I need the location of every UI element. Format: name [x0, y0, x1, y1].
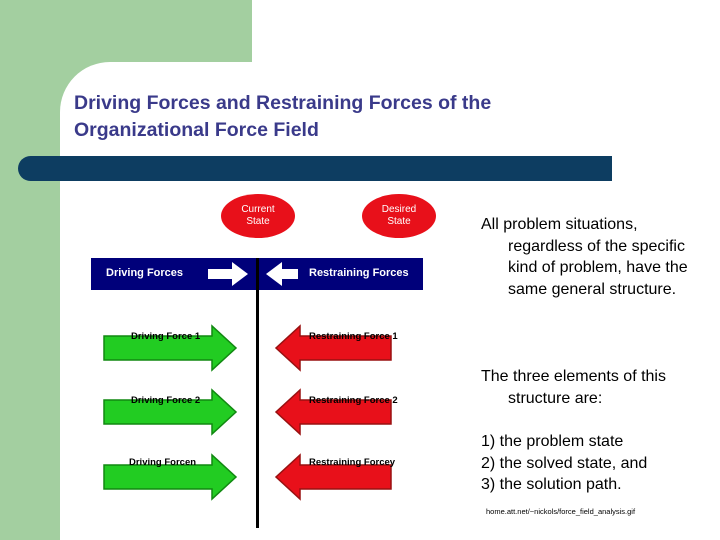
- restraining-force-1-label: Restraining Force 1: [309, 331, 398, 342]
- center-divider-line: [256, 258, 259, 528]
- driving-forces-header: Driving Forces: [106, 267, 184, 279]
- restraining-force-y-label: Restraining Forcey: [309, 457, 396, 468]
- list-item: 2) the solved state, and: [481, 454, 648, 472]
- driving-force-n-label: Driving Forcen: [129, 457, 197, 468]
- restraining-force-2-label: Restraining Force 2: [309, 395, 398, 406]
- driving-force-1-arrow: [103, 324, 238, 372]
- restraining-force-2-arrow: [274, 388, 392, 436]
- restraining-forces-header: Restraining Forces: [309, 267, 409, 279]
- slide-title: Driving Forces and Restraining Forces of…: [74, 90, 694, 144]
- desired-state-line-1: Desired: [381, 204, 417, 215]
- title-line-2: Organizational Force Field: [74, 119, 319, 141]
- driving-force-n-arrow: [103, 453, 238, 501]
- restraining-force-1-arrow: [274, 324, 392, 372]
- paragraph-three-elements: The three elements of this structure are…: [481, 366, 696, 409]
- driving-force-2-label: Driving Force 2: [131, 395, 201, 406]
- content-panel: [60, 62, 720, 540]
- header-driving-arrow: [208, 262, 248, 286]
- title-underline-bar-end: [600, 156, 612, 181]
- desired-state-line-2: State: [387, 216, 411, 227]
- source-link[interactable]: home.att.net/~nickols/force_field_analys…: [486, 507, 636, 516]
- restraining-force-y-arrow: [274, 453, 392, 501]
- paragraph-general-structure: All problem situations, regardless of th…: [481, 214, 696, 300]
- current-state-line-1: Current: [241, 204, 275, 215]
- title-underline-bar: [18, 156, 600, 181]
- driving-force-2-arrow: [103, 388, 238, 436]
- header-restraining-arrow: [266, 262, 298, 286]
- paragraph-2-text: The three elements of this structure are…: [481, 368, 666, 407]
- elements-list: 1) the problem state 2) the solved state…: [481, 431, 696, 496]
- list-item: 3) the solution path.: [481, 476, 622, 493]
- title-line-1: Driving Forces and Restraining Forces of…: [74, 92, 492, 114]
- current-state-line-2: State: [246, 216, 270, 227]
- driving-force-1-label: Driving Force 1: [131, 331, 201, 342]
- paragraph-1-text: All problem situations, regardless of th…: [481, 216, 688, 298]
- list-item: 1) the problem state: [481, 433, 624, 450]
